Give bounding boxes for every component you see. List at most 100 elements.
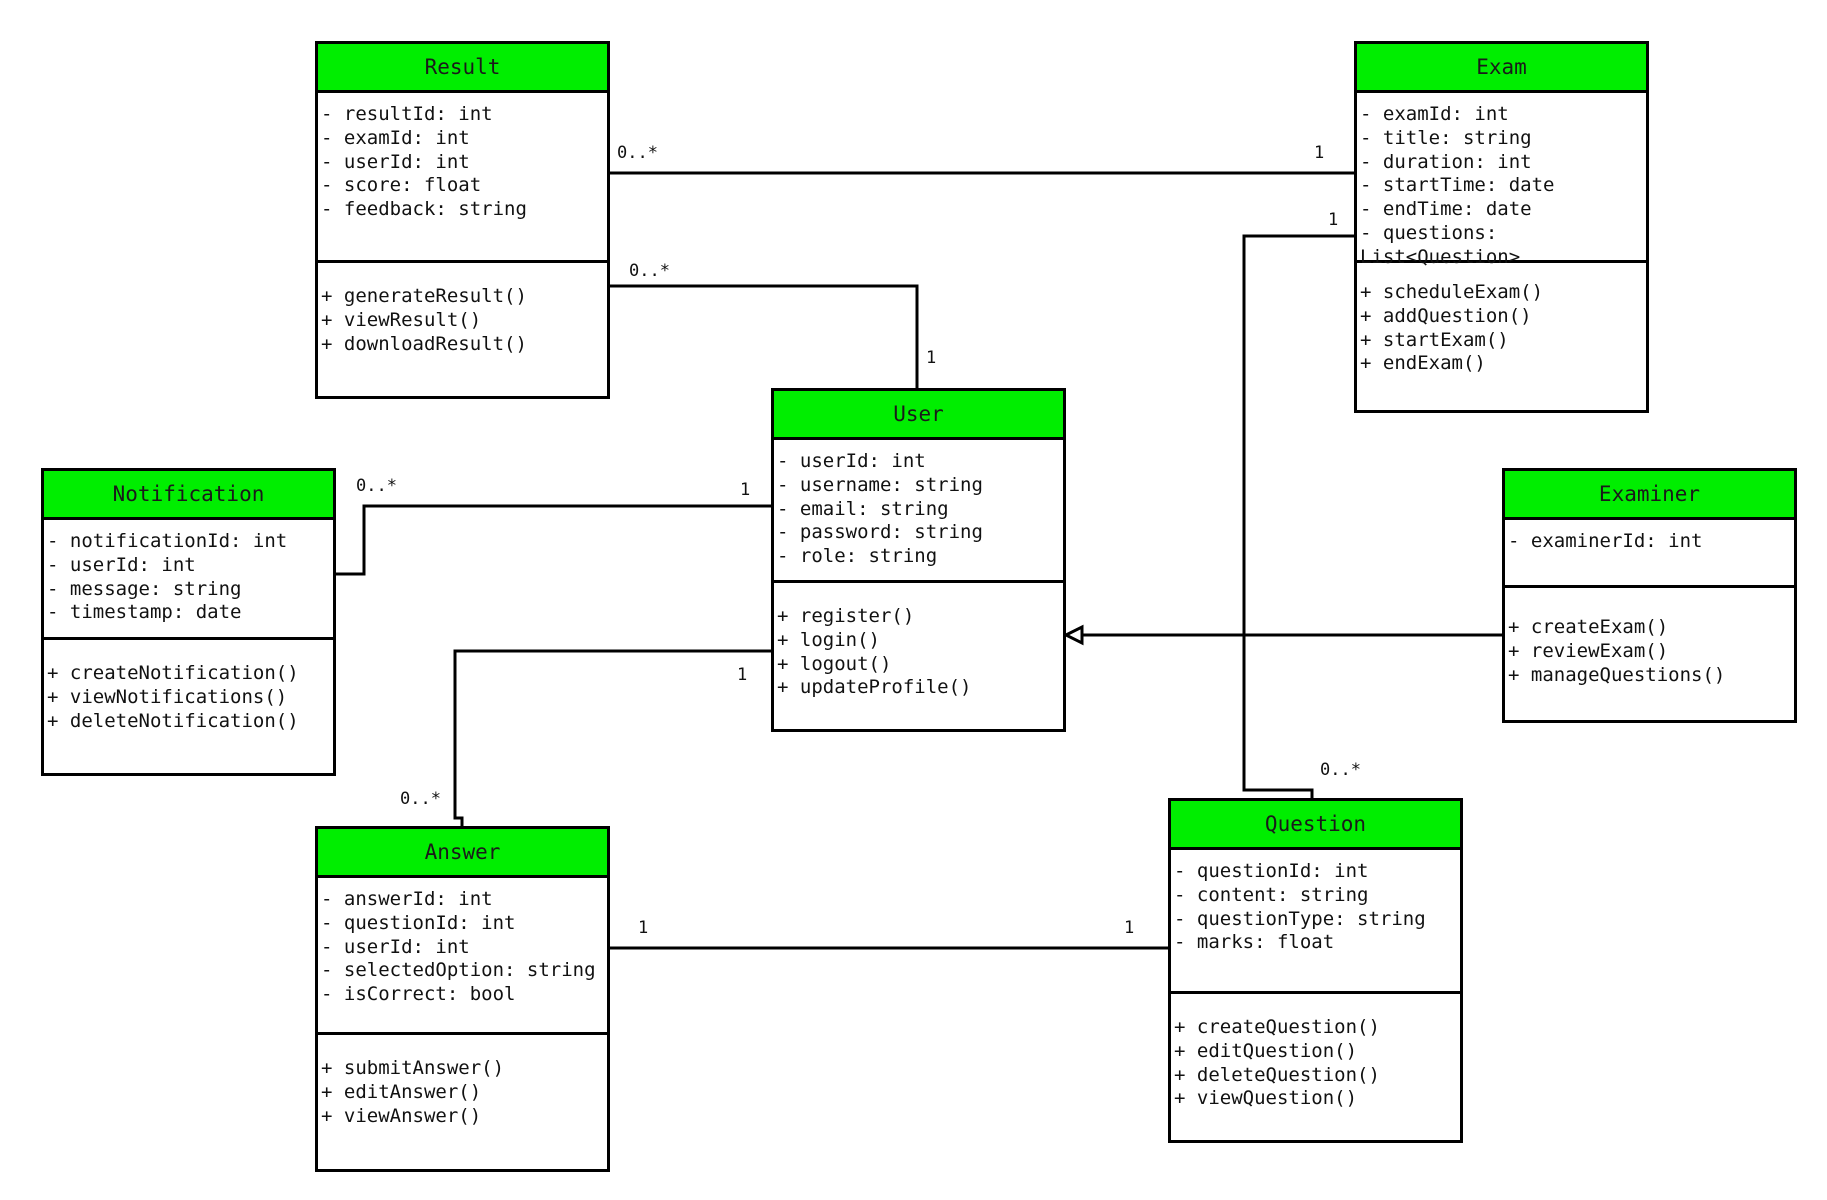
attribute-result: - resultId: int [321, 103, 493, 125]
attributes-section-examiner: - examinerId: int [1505, 520, 1794, 588]
attribute-question: - content: string [1174, 883, 1369, 906]
attribute-answer: - selectedOption: string [321, 959, 596, 982]
class-name-examiner: Examiner [1505, 471, 1794, 520]
class-box-answer[interactable]: Answer- answerId: int- questionId: int- … [315, 826, 610, 1172]
attribute-answer: - answerId: int [321, 888, 493, 910]
multiplicity-notification-user-from: 0..* [356, 476, 397, 496]
class-box-notification[interactable]: Notification- notificationId: int- userI… [41, 468, 336, 776]
method-answer: + submitAnswer() [321, 1057, 505, 1079]
attribute-exam: - questions: [1360, 221, 1498, 244]
multiplicity-answer-question-to: 1 [1124, 918, 1135, 938]
attribute-notification: - message: string [47, 577, 242, 600]
class-name-answer: Answer [318, 829, 607, 878]
attribute-notification: - timestamp: date [47, 601, 242, 624]
methods-section-exam: + scheduleExam()+ addQuestion()+ startEx… [1357, 263, 1646, 410]
attributes-section-result: - resultId: int- examId: int- userId: in… [318, 93, 607, 263]
attribute-user: - email: string [777, 497, 949, 520]
class-name-result: Result [318, 44, 607, 93]
methods-section-result: + generateResult()+ viewResult()+ downlo… [318, 263, 607, 396]
methods-section-question: + createQuestion()+ editQuestion()+ dele… [1171, 994, 1460, 1140]
method-question: + viewQuestion() [1174, 1087, 1358, 1110]
attribute-exam: - examId: int [1360, 103, 1509, 125]
attribute-question: - marks: float [1174, 931, 1335, 954]
multiplicity-result-exam-to: 1 [1314, 143, 1325, 163]
attribute-user: - userId: int [777, 450, 926, 472]
attributes-section-question: - questionId: int- content: string- ques… [1171, 850, 1460, 994]
attribute-exam: - duration: int [1360, 150, 1532, 173]
method-question: + createQuestion() [1174, 1016, 1380, 1038]
attribute-exam: List<Question> [1360, 245, 1521, 268]
methods-section-notification: + createNotification()+ viewNotification… [44, 640, 333, 773]
methods-section-answer: + submitAnswer()+ editAnswer()+ viewAnsw… [318, 1035, 607, 1169]
method-examiner: + manageQuestions() [1508, 663, 1726, 686]
attribute-user: - role: string [777, 545, 938, 568]
class-box-examiner[interactable]: Examiner- examinerId: int+ createExam()+… [1502, 468, 1797, 723]
attribute-examiner: - examinerId: int [1508, 530, 1703, 552]
attribute-notification: - notificationId: int [47, 530, 288, 552]
multiplicity-notification-user-to: 1 [740, 480, 751, 500]
line-answer-user [453, 649, 771, 826]
attribute-answer: - isCorrect: bool [321, 983, 516, 1006]
attribute-exam: - endTime: date [1360, 198, 1532, 221]
methods-section-examiner: + createExam()+ reviewExam()+ manageQues… [1505, 588, 1794, 720]
method-user: + register() [777, 605, 915, 627]
method-question: + deleteQuestion() [1174, 1063, 1380, 1086]
multiplicity-answer-user-from: 0..* [400, 789, 441, 809]
methods-section-user: + register()+ login()+ logout()+ updateP… [774, 583, 1063, 729]
multiplicity-exam-question-to: 0..* [1320, 760, 1361, 780]
class-name-question: Question [1171, 801, 1460, 850]
method-examiner: + reviewExam() [1508, 639, 1669, 662]
method-user: + logout() [777, 652, 892, 675]
attributes-section-notification: - notificationId: int- userId: int- mess… [44, 520, 333, 640]
method-notification: + createNotification() [47, 662, 299, 684]
method-examiner: + createExam() [1508, 616, 1669, 638]
multiplicity-answer-user-to: 1 [737, 665, 748, 685]
method-user: + login() [777, 628, 880, 651]
attribute-notification: - userId: int [47, 553, 196, 576]
attributes-section-answer: - answerId: int- questionId: int- userId… [318, 878, 607, 1035]
attribute-answer: - userId: int [321, 935, 470, 958]
method-exam: + addQuestion() [1360, 304, 1532, 327]
method-result: + generateResult() [321, 285, 527, 307]
class-box-result[interactable]: Result- resultId: int- examId: int- user… [315, 41, 610, 399]
method-exam: + startExam() [1360, 328, 1509, 351]
attribute-result: - userId: int [321, 150, 470, 173]
method-answer: + viewAnswer() [321, 1104, 482, 1127]
multiplicity-result-user-from: 0..* [629, 261, 670, 281]
attribute-question: - questionId: int [1174, 860, 1369, 882]
attribute-question: - questionType: string [1174, 907, 1426, 930]
method-exam: + endExam() [1360, 352, 1486, 375]
method-exam: + scheduleExam() [1360, 281, 1544, 303]
attribute-result: - examId: int [321, 126, 470, 149]
attribute-result: - score: float [321, 174, 482, 197]
line-exam-question [1242, 234, 1354, 798]
method-notification: + viewNotifications() [47, 685, 288, 708]
line-notification-user [336, 504, 771, 576]
class-box-exam[interactable]: Exam- examId: int- title: string- durati… [1354, 41, 1649, 413]
class-name-exam: Exam [1357, 44, 1646, 93]
method-question: + editQuestion() [1174, 1039, 1358, 1062]
attribute-exam: - title: string [1360, 126, 1532, 149]
attributes-section-exam: - examId: int- title: string- duration: … [1357, 93, 1646, 268]
attributes-section-user: - userId: int- username: string- email: … [774, 440, 1063, 583]
method-user: + updateProfile() [777, 676, 972, 699]
generalization-arrowhead [1062, 624, 1084, 646]
multiplicity-result-exam-from: 0..* [617, 143, 658, 163]
multiplicity-exam-question-from: 1 [1328, 210, 1339, 230]
class-name-notification: Notification [44, 471, 333, 520]
method-result: + downloadResult() [321, 332, 527, 355]
attribute-user: - username: string [777, 473, 983, 496]
attribute-exam: - startTime: date [1360, 174, 1555, 197]
class-box-question[interactable]: Question- questionId: int- content: stri… [1168, 798, 1463, 1143]
multiplicity-answer-question-from: 1 [638, 918, 649, 938]
attribute-result: - feedback: string [321, 198, 527, 221]
method-notification: + deleteNotification() [47, 709, 299, 732]
attribute-answer: - questionId: int [321, 911, 516, 934]
line-result-user [610, 284, 919, 388]
attribute-user: - password: string [777, 521, 983, 544]
class-box-user[interactable]: User- userId: int- username: string- ema… [771, 388, 1066, 732]
method-answer: + editAnswer() [321, 1080, 482, 1103]
method-result: + viewResult() [321, 308, 482, 331]
